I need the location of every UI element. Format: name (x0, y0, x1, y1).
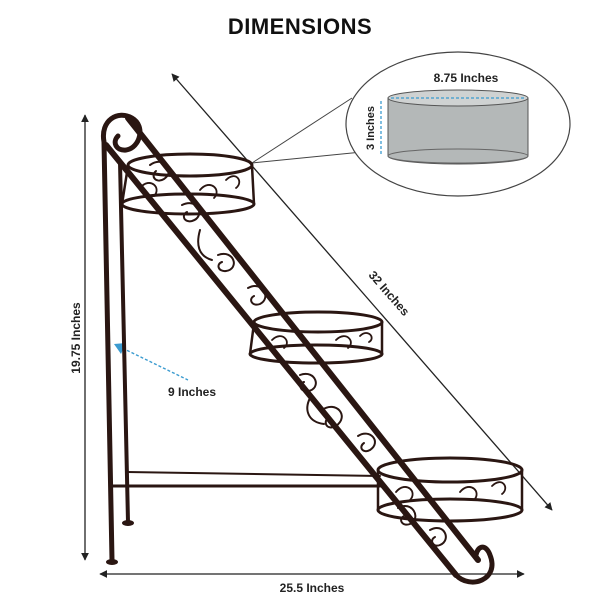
diagonal-label: 32 Inches (366, 268, 413, 319)
width-label: 25.5 Inches (280, 581, 345, 595)
pot-diameter-label: 8.75 Inches (434, 71, 499, 85)
depth-label: 9 Inches (168, 385, 216, 399)
plant-stand (100, 112, 524, 585)
page-title: DIMENSIONS (227, 14, 373, 39)
pot-height-label: 3 Inches (365, 106, 377, 150)
diagonal-dimension-line (171, 73, 553, 511)
height-label: 19.75 Inches (69, 302, 83, 374)
pot-illustration (387, 89, 529, 165)
depth-dimension-line (117, 345, 189, 381)
